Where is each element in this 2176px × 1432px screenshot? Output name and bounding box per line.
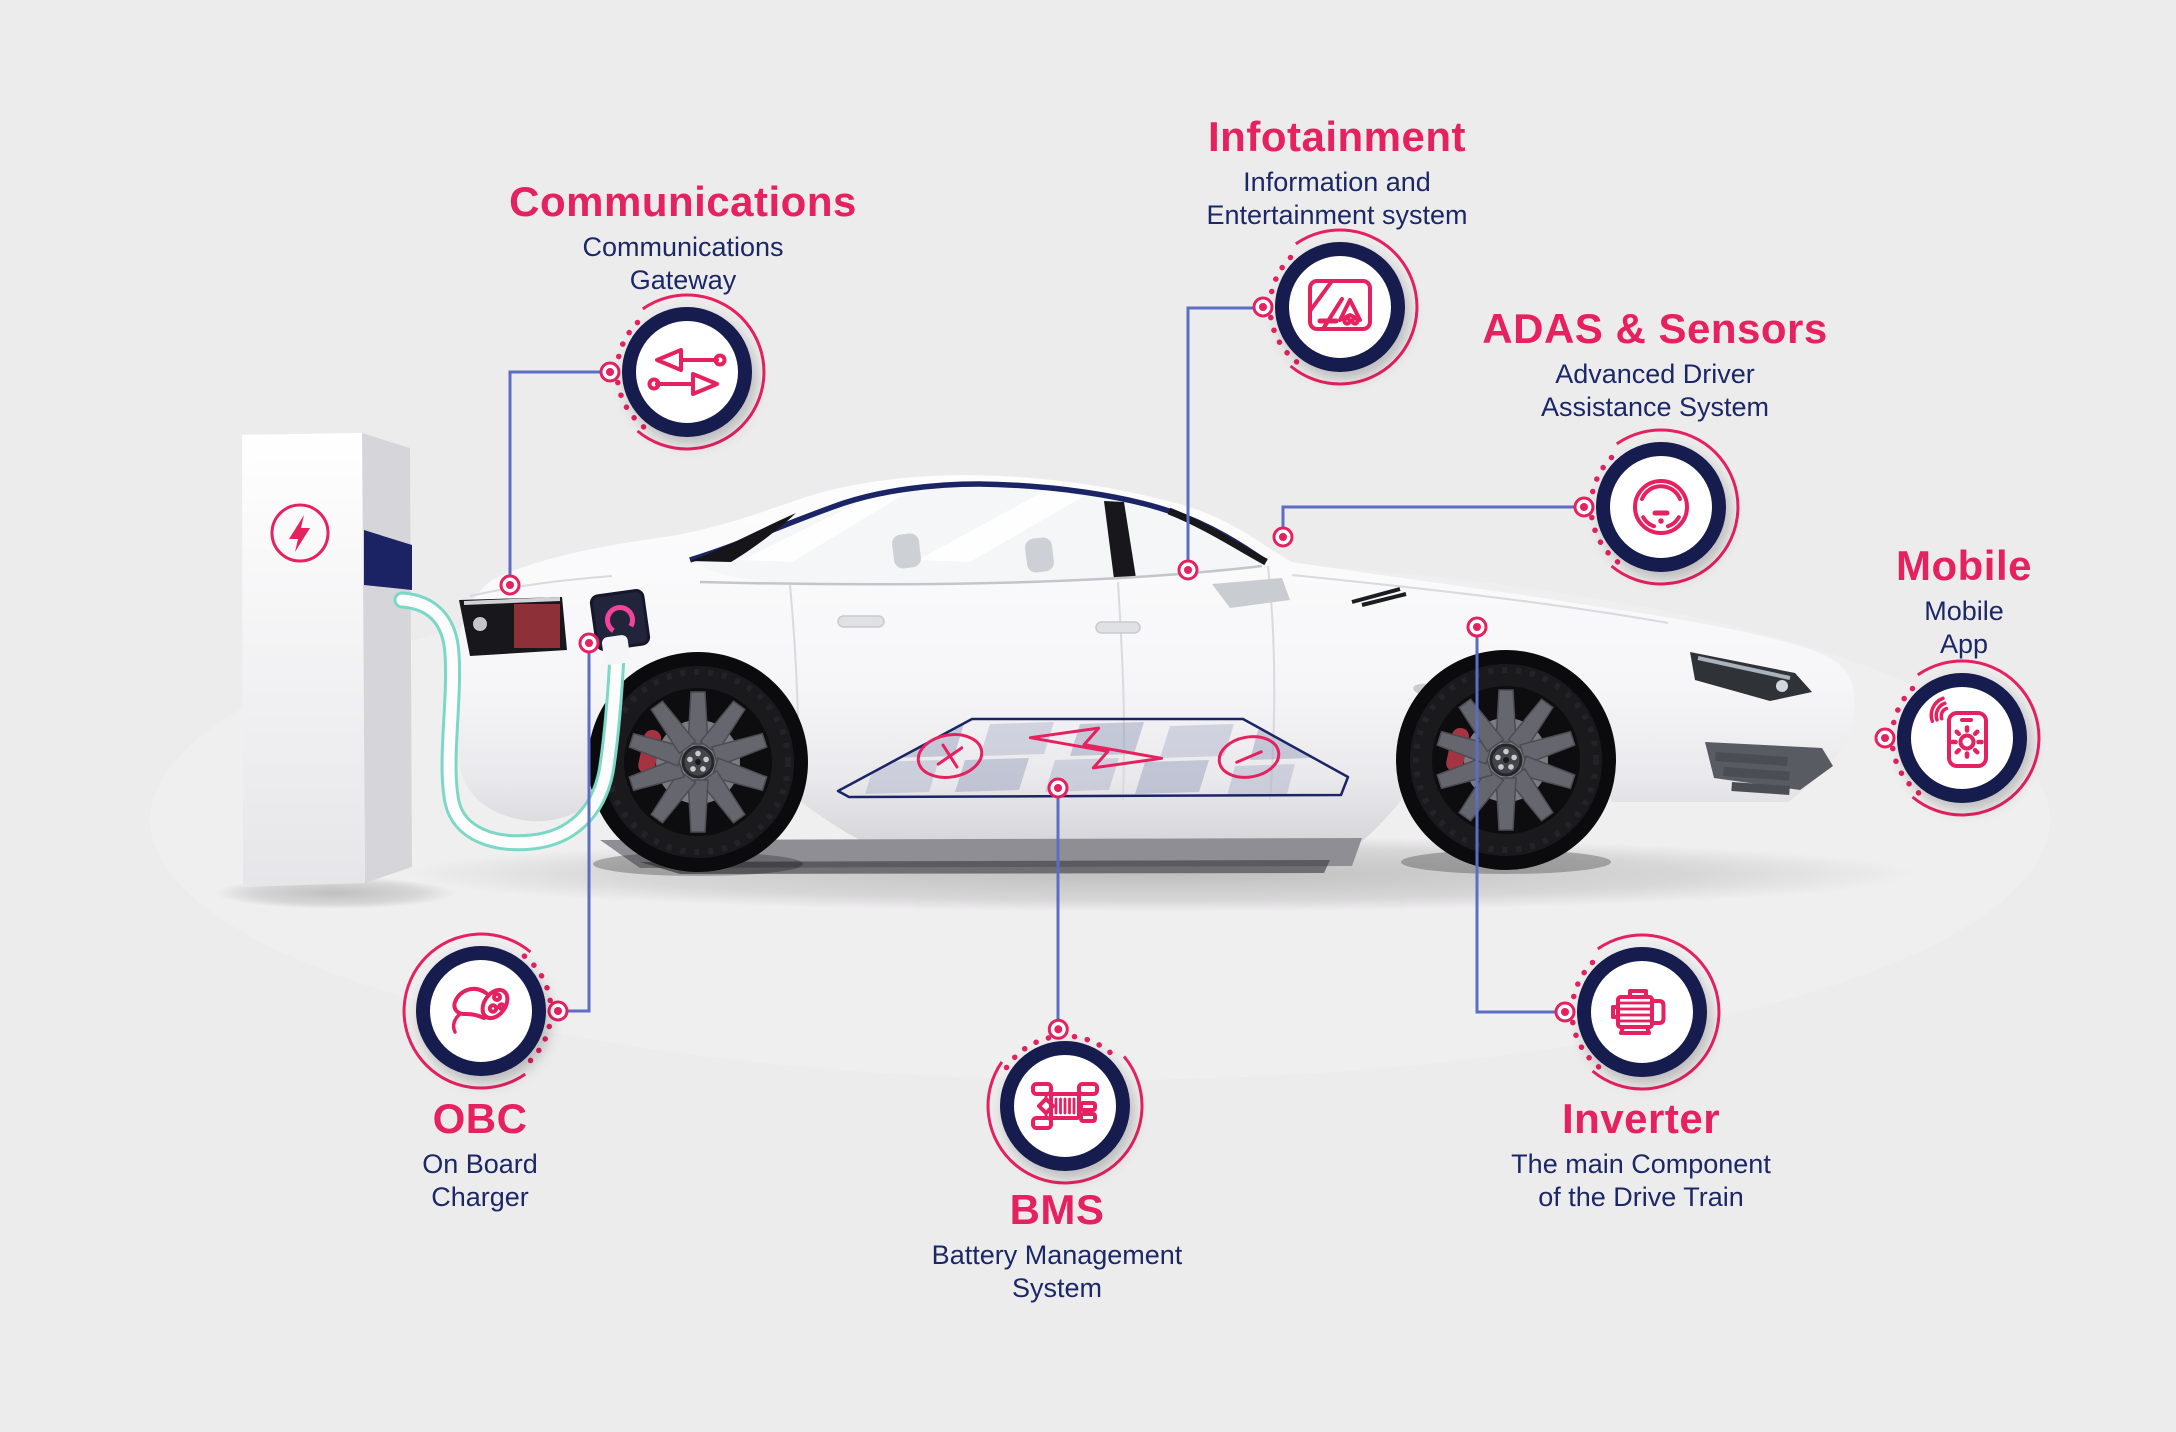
a-pillar bbox=[1167, 507, 1268, 566]
infotainment-connector-line bbox=[1186, 306, 1263, 561]
connectors bbox=[499, 306, 1584, 1026]
obc-badge bbox=[402, 932, 569, 1090]
mobile-badge bbox=[1874, 659, 2041, 817]
infotainment-title: Infotainment bbox=[1208, 113, 1466, 160]
headlight bbox=[1690, 652, 1812, 701]
inverter-badge-deco bbox=[1554, 933, 1721, 1091]
inverter-motor-icon bbox=[1611, 989, 1666, 1035]
door-handle-front bbox=[1095, 621, 1141, 634]
inverter-connector-line bbox=[1475, 636, 1565, 1014]
battery-outline bbox=[836, 717, 1350, 799]
battery-plus-icon bbox=[916, 733, 984, 779]
communications-arrows-icon bbox=[647, 348, 727, 396]
station-screen bbox=[364, 530, 412, 590]
front-bumper-intake bbox=[1705, 742, 1833, 796]
bms-title: BMS bbox=[1009, 1186, 1105, 1233]
adas-badge bbox=[1573, 428, 1740, 586]
bms-badge bbox=[986, 1018, 1144, 1185]
front-wheel bbox=[1396, 650, 1616, 870]
obc-badge-deco bbox=[402, 932, 569, 1090]
adas-connector-line bbox=[1281, 505, 1584, 528]
communications-car-dot bbox=[499, 574, 521, 596]
mobile-phone-gear-icon bbox=[1929, 696, 1988, 768]
communications-badge bbox=[599, 293, 766, 451]
infotainment-car-dot bbox=[1177, 559, 1199, 581]
door-handle-rear bbox=[837, 615, 885, 628]
bms-car-dot bbox=[1047, 777, 1069, 799]
adas-steering-wheel-icon bbox=[1633, 479, 1689, 535]
communications-title: Communications bbox=[509, 178, 857, 225]
rocker-shadow bbox=[640, 860, 1330, 874]
battery-minus-icon bbox=[1217, 735, 1281, 779]
charging-station bbox=[242, 433, 412, 887]
window-reflections bbox=[742, 490, 1084, 573]
car-illustration bbox=[454, 475, 1855, 876]
communications-badge-deco bbox=[599, 293, 766, 451]
infotainment-badge bbox=[1252, 228, 1419, 386]
b-pillar bbox=[1104, 501, 1136, 579]
side-mirror bbox=[1212, 578, 1290, 608]
infotainment-badge-deco bbox=[1252, 228, 1419, 386]
obc-title: OBC bbox=[432, 1095, 528, 1142]
bms-chassis-icon bbox=[1031, 1082, 1099, 1130]
charging-station-lightning-icon bbox=[270, 503, 330, 563]
battery-lightning-icon bbox=[1028, 726, 1164, 770]
mobile-badge-deco bbox=[1874, 659, 2041, 817]
communications-connector-line bbox=[508, 370, 610, 576]
c-pillar-trim bbox=[690, 513, 796, 562]
adas-badge-deco bbox=[1573, 428, 1740, 586]
mobile-title: Mobile bbox=[1896, 542, 2032, 589]
tail-light bbox=[459, 597, 567, 656]
inverter-badge bbox=[1554, 933, 1721, 1091]
adas-title: ADAS & Sensors bbox=[1482, 305, 1828, 352]
bms-badge-deco bbox=[986, 1018, 1144, 1185]
charging-cable bbox=[393, 591, 631, 852]
inverter-car-dot bbox=[1466, 616, 1488, 638]
infotainment-navigation-icon bbox=[1308, 279, 1372, 331]
wiper bbox=[1351, 587, 1407, 607]
adas-car-dot bbox=[1272, 526, 1294, 548]
inverter-title: Inverter bbox=[1561, 1095, 1721, 1142]
obc-charging-plug-icon bbox=[451, 986, 510, 1034]
obc-car-dot bbox=[578, 632, 600, 654]
